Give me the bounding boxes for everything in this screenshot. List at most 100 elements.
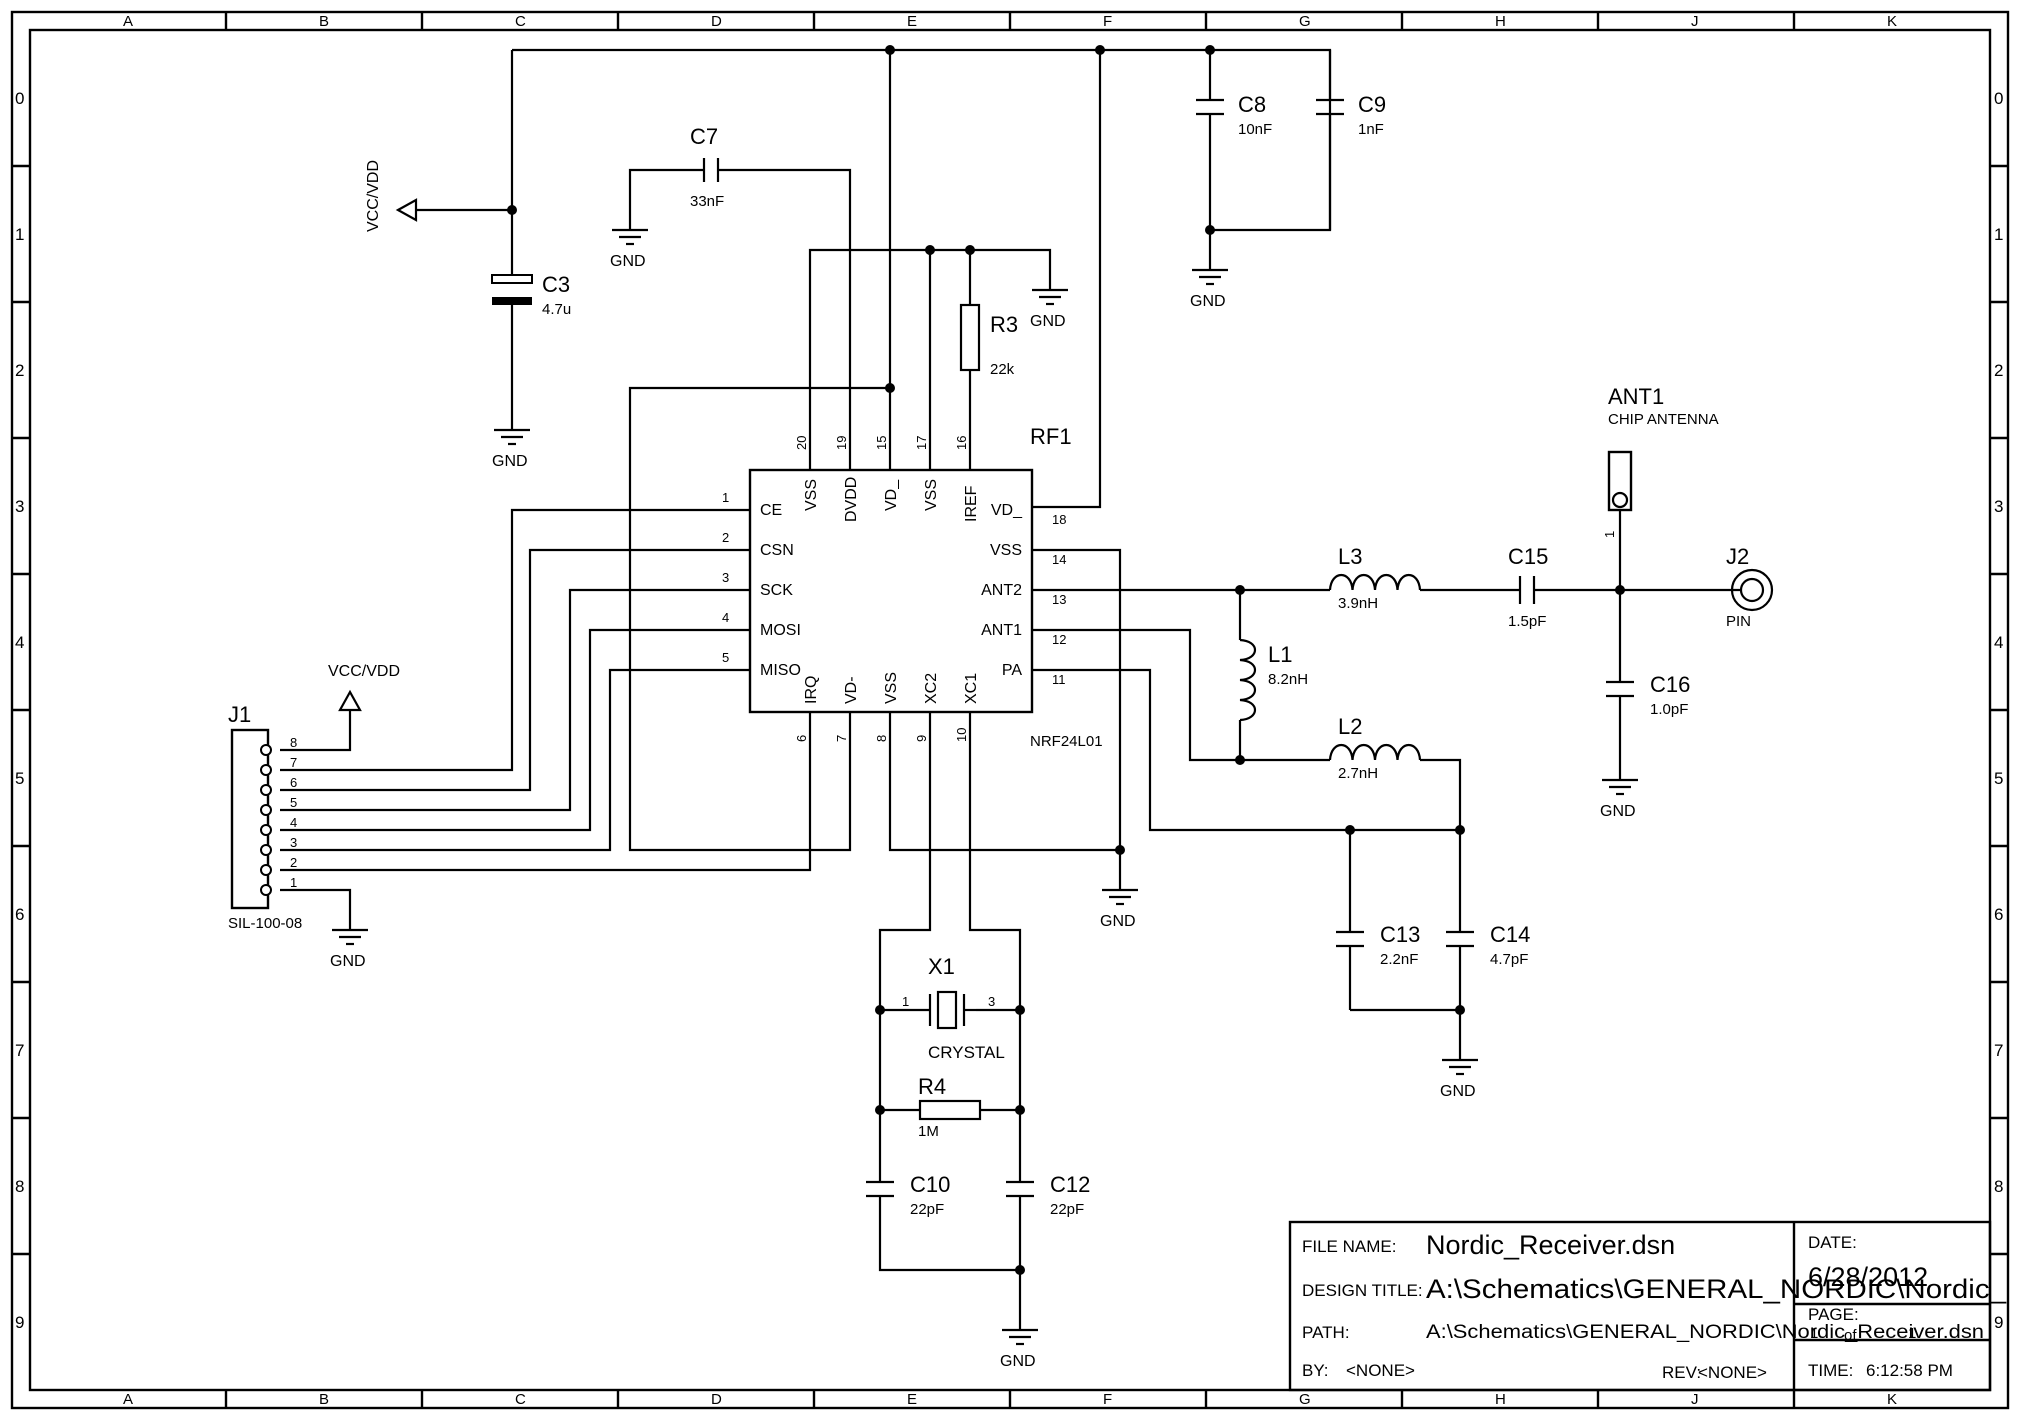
junction-dot <box>885 45 895 55</box>
rf1-part: NRF24L01 <box>1030 733 1103 750</box>
ant1-ref: ANT1 <box>1608 384 1664 409</box>
l1-ref: L1 <box>1268 642 1292 667</box>
rf1-pin-name: SCK <box>760 582 793 599</box>
junction-dot <box>875 1105 885 1115</box>
c14-ref: C14 <box>1490 922 1530 947</box>
border-row-label-left: 1 <box>15 225 24 244</box>
c10-capacitor <box>866 1180 894 1198</box>
border-row-label-right: 1 <box>1994 225 2003 244</box>
border-column-label-top: D <box>711 13 722 30</box>
ground-symbol <box>1442 1058 1478 1076</box>
l1-value: 8.2nH <box>1268 671 1308 688</box>
c15-ref: C15 <box>1508 544 1548 569</box>
rf1-pin-number: 1 <box>722 490 729 505</box>
ground-label: GND <box>1000 1353 1036 1370</box>
rf1-pin-name: ANT1 <box>981 622 1022 639</box>
l3-ref: L3 <box>1338 544 1362 569</box>
ground-symbol <box>1192 268 1228 286</box>
j2-ref: J2 <box>1726 544 1749 569</box>
rf1-pin-number: 15 <box>874 436 889 450</box>
file-name-label: FILE NAME: <box>1302 1237 1396 1256</box>
border-row-label-right: 4 <box>1994 633 2003 652</box>
ground-label: GND <box>1600 803 1636 820</box>
c7-value: 33nF <box>690 193 724 210</box>
junction-dot <box>1455 825 1465 835</box>
border-row-label-right: 7 <box>1994 1041 2003 1060</box>
ground-label: GND <box>1440 1083 1476 1100</box>
ground-label: GND <box>1190 293 1226 310</box>
rf1-pin-number: 9 <box>914 735 929 742</box>
time-value: 6:12:58 PM <box>1866 1361 1953 1380</box>
ground-symbol <box>1002 1328 1038 1346</box>
j1-pin-number: 4 <box>290 815 297 830</box>
rf1-pin-name: PA <box>1002 662 1022 679</box>
ground-symbol <box>612 228 648 246</box>
junction-dot <box>1095 45 1105 55</box>
rev-label: REV: <box>1662 1363 1701 1382</box>
rf1-pin-name: VSS <box>990 542 1022 559</box>
c10-value: 22pF <box>910 1201 944 1218</box>
r4-value: 1M <box>918 1123 939 1140</box>
page-total: 1 <box>1908 1325 1916 1342</box>
ground-label: GND <box>330 953 366 970</box>
border-column-label-top: G <box>1299 13 1311 30</box>
junction-dot <box>885 383 895 393</box>
rf1-pin-number: 6 <box>794 735 809 742</box>
junction-dot <box>1115 845 1125 855</box>
c3-value: 4.7u <box>542 301 571 318</box>
rf1-pin-number: 5 <box>722 650 729 665</box>
ground-symbol <box>332 928 368 946</box>
rf1-pin-number: 14 <box>1052 552 1066 567</box>
j2-connector <box>1730 568 1774 612</box>
c13-value: 2.2nF <box>1380 951 1418 968</box>
x1-pin-1: 1 <box>902 994 909 1009</box>
border-row-label-left: 9 <box>15 1313 24 1332</box>
by-value: <NONE> <box>1346 1361 1415 1380</box>
ant1-pin-number: 1 <box>1602 531 1617 538</box>
junction-dot <box>1015 1265 1025 1275</box>
c14-value: 4.7pF <box>1490 951 1528 968</box>
c16-value: 1.0pF <box>1650 701 1688 718</box>
junction-dot <box>1235 585 1245 595</box>
rf1-pin-name: VD- <box>843 676 860 704</box>
j1-ref: J1 <box>228 702 251 727</box>
j1-pin-number: 3 <box>290 835 297 850</box>
border-column-label-bottom: A <box>123 1391 133 1408</box>
border-column-label-bottom: J <box>1691 1391 1699 1408</box>
time-label: TIME: <box>1808 1361 1853 1380</box>
border-column-label-bottom: D <box>711 1391 722 1408</box>
rf1-pin-number: 17 <box>914 436 929 450</box>
rf1-pin-number: 2 <box>722 530 729 545</box>
rf1-pin-name: IRQ <box>803 676 820 704</box>
rf1-pin-number: 12 <box>1052 632 1066 647</box>
l1-inductor <box>1239 638 1257 722</box>
rev-value: <NONE> <box>1698 1363 1767 1382</box>
rf1-pin-name: ANT2 <box>981 582 1022 599</box>
junction-dot <box>1015 1005 1025 1015</box>
c15-capacitor <box>1518 576 1536 604</box>
border-column-label-bottom: E <box>907 1391 917 1408</box>
ground-label: GND <box>492 453 528 470</box>
border-column-label-bottom: B <box>319 1391 329 1408</box>
x1-ref: X1 <box>928 954 955 979</box>
junction-dots <box>507 45 1625 1275</box>
border-row-label-left: 0 <box>15 89 24 108</box>
border-row-label-right: 3 <box>1994 497 2003 516</box>
ground-symbol <box>1602 778 1638 796</box>
c8-capacitor <box>1196 98 1224 116</box>
c3-ref: C3 <box>542 272 570 297</box>
x1-crystal <box>928 990 976 1030</box>
border-row-label-left: 7 <box>15 1041 24 1060</box>
junction-dot <box>1205 225 1215 235</box>
ground-label: GND <box>1100 913 1136 930</box>
c13-ref: C13 <box>1380 922 1420 947</box>
vcc-symbol-j1 <box>338 689 362 712</box>
rf1-pin-name: VD_ <box>991 502 1023 519</box>
border-row-label-left: 5 <box>15 769 24 788</box>
c3-capacitor <box>491 274 533 305</box>
junction-dot <box>965 245 975 255</box>
ant1-antenna <box>1607 450 1633 512</box>
j1-part: SIL-100-08 <box>228 915 302 932</box>
